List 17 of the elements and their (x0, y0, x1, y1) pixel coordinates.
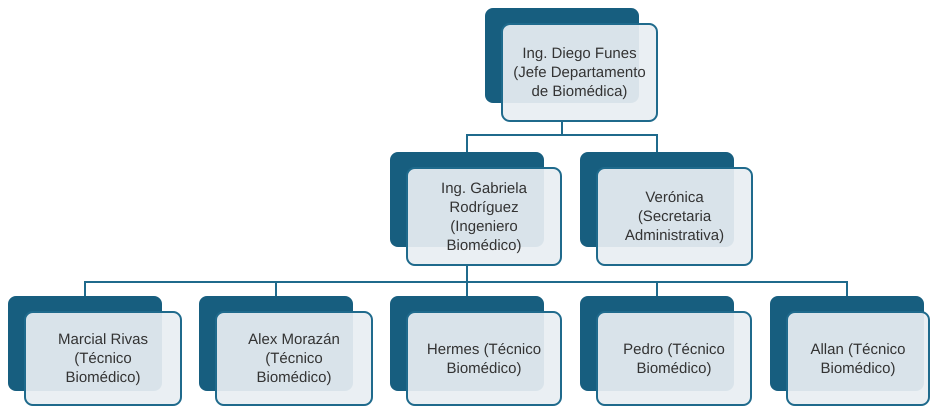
role-text: Pedro (Técnico Biomédico) (596, 311, 752, 406)
role-text: Marcial Rivas (Técnico Biomédico) (24, 311, 182, 406)
role-text: Hermes (Técnico Biomédico) (406, 311, 562, 406)
org-chart-node (390, 152, 562, 266)
org-chart-node (8, 296, 182, 406)
org-chart-node (199, 296, 373, 406)
connector-line (466, 266, 848, 296)
org-chart-node (390, 296, 562, 406)
org-chart-node (485, 8, 658, 122)
org-chart-node (580, 152, 753, 266)
role-text: Ing. Diego Funes (Jefe Departamento de Biomédica) (501, 23, 658, 122)
org-chart-node (770, 296, 930, 406)
role-text: Allan (Técnico Biomédico) (786, 311, 930, 406)
role-text: Alex Morazán (Técnico Biomédico) (215, 311, 373, 406)
role-text: Verónica (Secretaria Administrativa) (596, 167, 753, 266)
org-chart-node (580, 296, 752, 406)
role-text: Ing. Gabriela Rodríguez (Ingeniero Biomédico) (406, 167, 562, 266)
